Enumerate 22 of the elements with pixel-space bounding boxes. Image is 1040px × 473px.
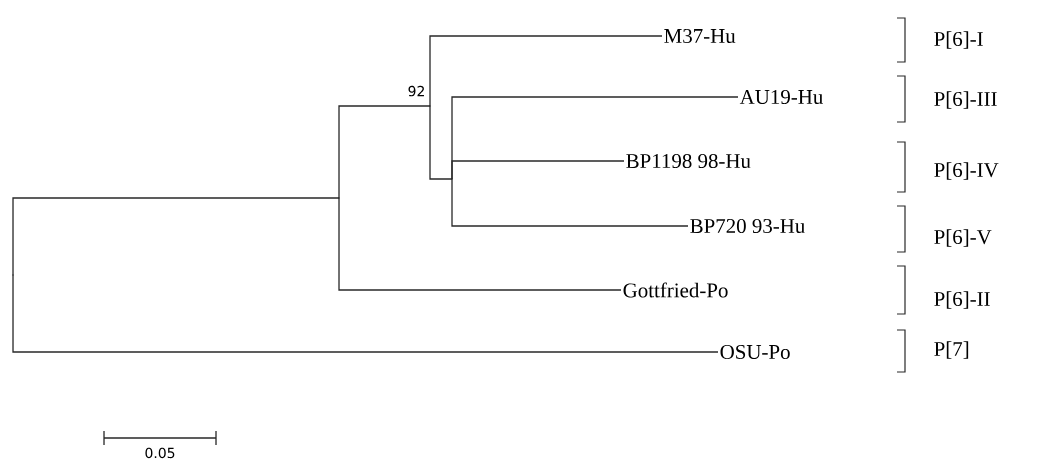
taxon-label: Gottfried-Po [623, 282, 728, 298]
tree-branch [429, 35, 663, 107]
tree-branch [429, 105, 453, 180]
group-label: P[6]-IV [934, 162, 999, 180]
tree-branch [338, 197, 622, 291]
support-value: 92 [408, 85, 424, 97]
group-label: P[7] [934, 341, 969, 359]
tree-branch [12, 274, 719, 353]
taxon-label: BP720 93-Hu [690, 218, 805, 234]
taxon-label: BP1198 98-Hu [626, 153, 751, 169]
group-label: P[6]-III [934, 91, 997, 109]
taxon-label: AU19-Hu [739, 89, 823, 104]
taxon-label: M37-Hu [664, 28, 736, 43]
scale-label: 0.05 [145, 447, 175, 459]
group-label: P[6]-II [934, 291, 990, 309]
tree-branch [12, 197, 340, 276]
group-label: P[6]-V [934, 229, 992, 247]
taxon-label: OSU-Po [720, 344, 790, 359]
tree-branch [338, 105, 431, 199]
tree-branch [451, 160, 625, 180]
group-label: P[6]-I [934, 31, 983, 49]
tree-branch [451, 178, 689, 227]
